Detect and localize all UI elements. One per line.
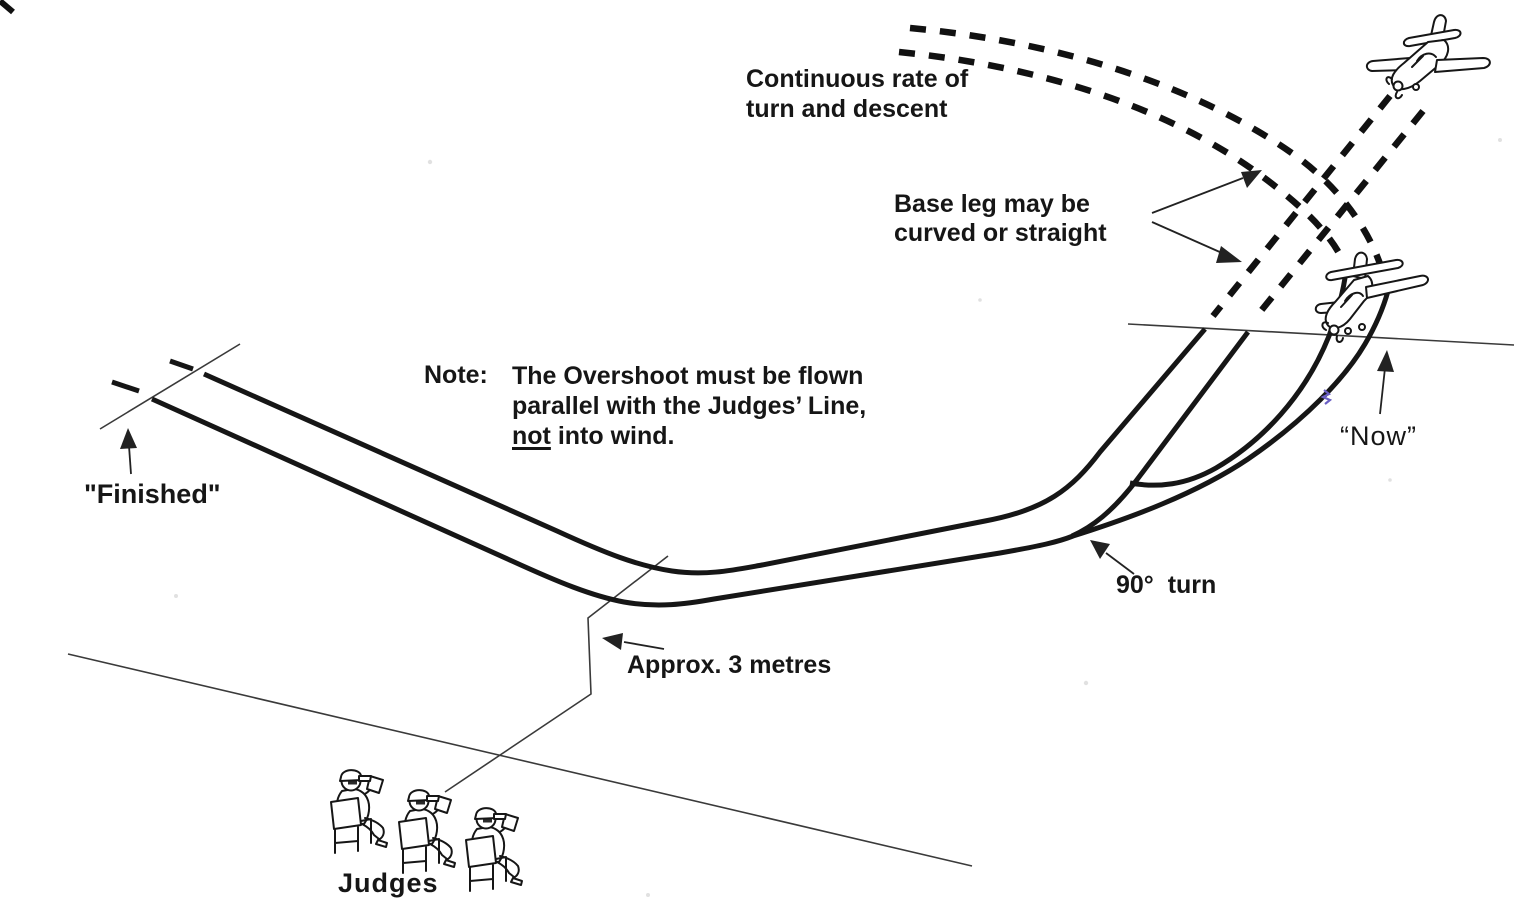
airplane-spinner [1392, 80, 1404, 92]
airplane-wheel [1358, 323, 1366, 331]
continuous-rate-label: Continuous rate of turn and descent [746, 64, 968, 124]
finished-cross-line [99, 343, 241, 430]
airplane-tailplane [1402, 28, 1462, 48]
scan-speck [1388, 478, 1392, 482]
finished-arrow [120, 428, 137, 475]
pen-artifact-mark [1320, 389, 1333, 405]
base-leg-line2: curved or straight [894, 219, 1107, 247]
note-underlined-word: not [512, 422, 551, 450]
airplane-canopy [1411, 52, 1437, 68]
airplane-wheel [1344, 327, 1352, 335]
scan-speck [978, 298, 982, 302]
judge-figure [398, 789, 456, 874]
airplane-prop [1385, 76, 1403, 100]
approx-metres-label: Approx. 3 metres [627, 651, 832, 679]
continuous-rate-line1: Continuous rate of [746, 65, 969, 93]
base-leg-curved-dashed-inner [898, 48, 1346, 263]
scan-speck [174, 594, 178, 598]
flight-track-upper-edge [202, 327, 1207, 576]
judges-sight-line [67, 653, 973, 867]
three-metres-measure-line [444, 555, 669, 793]
note-line3-rest: into wind. [550, 422, 675, 450]
airplane-tailplane [1325, 258, 1404, 282]
scan-corner-mark [0, 0, 15, 15]
approx-metres-arrow [602, 633, 665, 650]
note-prefix: Note: [424, 361, 488, 389]
airplane-spinner [1328, 324, 1340, 336]
base-leg-straight-arrow [1151, 221, 1242, 263]
note-line2: parallel with the Judges’ Line, [512, 392, 867, 420]
scan-speck [646, 893, 650, 897]
airplane-right-wing [1365, 274, 1429, 299]
airplane-right-wing [1434, 57, 1491, 73]
airplane-prop [1321, 321, 1344, 343]
flight-track-upper-end-dash [169, 358, 194, 372]
judges-line-extension [1127, 323, 1515, 346]
base-leg-straight-dashed-inner [1253, 108, 1426, 320]
flight-track-lower-end-dash [111, 379, 140, 394]
note-line1: The Overshoot must be flown [512, 362, 864, 390]
now-arrow [1377, 350, 1394, 415]
base-leg-line1: Base leg may be [894, 190, 1090, 218]
judge-figure [330, 769, 388, 854]
airplane-wheel [1412, 83, 1420, 91]
scan-speck [1498, 138, 1502, 142]
airplane-canopy [1340, 291, 1364, 308]
note-body: The Overshoot must be flown parallel wit… [512, 361, 866, 451]
judge-figure [465, 807, 523, 892]
base-leg-label: Base leg may be curved or straight [894, 190, 1107, 248]
now-label: “Now” [1340, 421, 1417, 451]
judges-label: Judges [338, 868, 439, 898]
base-leg-curved-arrow [1151, 170, 1262, 214]
airplane-icon [1314, 251, 1429, 343]
airplane-icon [1365, 14, 1491, 100]
finished-label: "Finished" [84, 479, 221, 509]
continuous-rate-line2: turn and descent [746, 95, 948, 123]
note-line3: not into wind. [512, 421, 866, 451]
scan-speck [1083, 680, 1089, 686]
ninety-turn-arrow [1090, 540, 1135, 575]
ninety-turn-label: 90° turn [1116, 571, 1217, 599]
scan-speck [427, 159, 433, 165]
